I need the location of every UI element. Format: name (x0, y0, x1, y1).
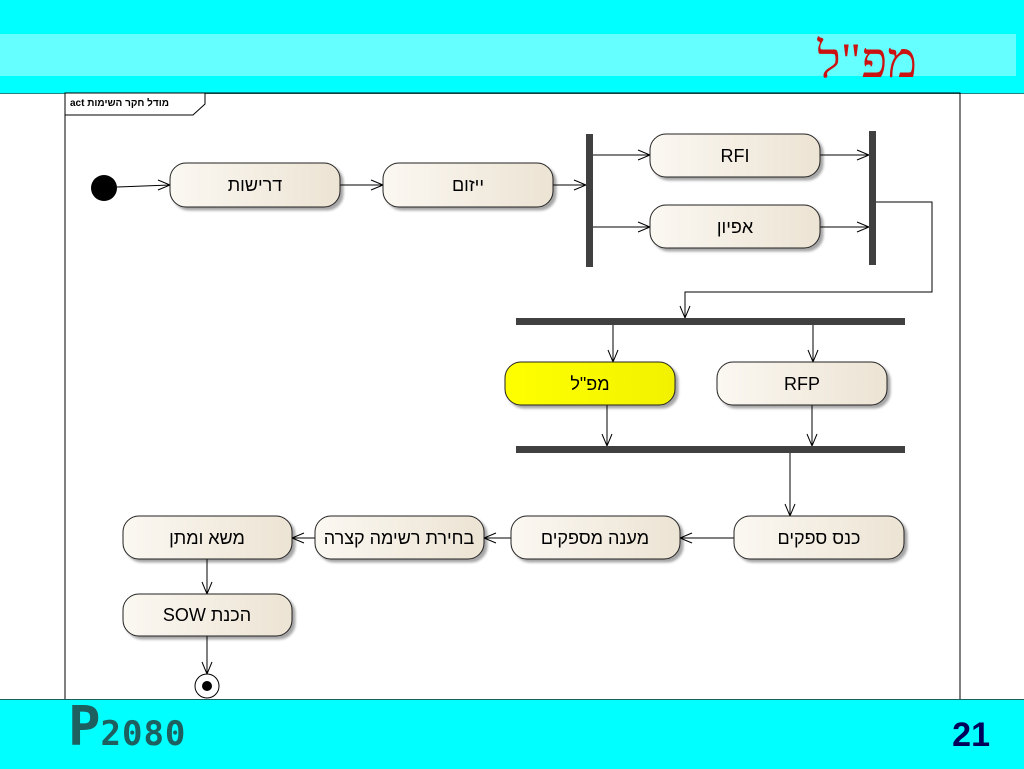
node-sow: הכנת SOW (122, 593, 293, 637)
node-label: RFI (721, 146, 750, 166)
fork-bar-1 (586, 134, 593, 267)
fork-bar-2 (516, 318, 905, 325)
node-mapal: מפ"ל (504, 361, 676, 406)
frame-tag: act מודל חקר השימות (70, 98, 169, 109)
node-shortlist: בחירת רשימה קצרה (314, 515, 485, 560)
node-label: מענה מספקים (541, 528, 649, 548)
node-label: דרישות (228, 175, 283, 195)
logo-number: 2080 (100, 714, 187, 754)
frame-tag-box (64, 92, 206, 116)
logo-letter: P (68, 695, 101, 758)
final-node-dot (202, 681, 212, 691)
node-label: כנס ספקים (777, 528, 860, 548)
node-label: ייזום (452, 175, 484, 195)
node-requirements: דרישות (169, 162, 341, 208)
node-label: מפ"ל (570, 374, 609, 394)
edge-join-fork2 (684, 201, 933, 318)
node-negotiation: משא ומתן (122, 515, 293, 560)
slide-title: מפ"ל (817, 32, 917, 88)
node-rfp: RFP (716, 361, 888, 406)
node-label: בחירת רשימה קצרה (324, 528, 475, 548)
page-number: 21 (952, 716, 990, 754)
initial-node (91, 175, 117, 201)
slide-header: מפ"ל (0, 0, 1024, 94)
p2080-logo: P2080 (68, 700, 186, 754)
node-supplier-conference: כנס ספקים (733, 515, 905, 560)
node-label: משא ומתן (169, 528, 245, 548)
header-band (0, 34, 1016, 76)
edge-start-requirements (116, 184, 171, 188)
node-supplier-response: מענה מספקים (510, 515, 681, 560)
node-label: אפיון (717, 217, 754, 237)
node-label: RFP (784, 374, 820, 394)
node-initiation: ייזום (382, 162, 554, 208)
node-rfi: RFI (649, 133, 821, 178)
join-bar-1 (869, 131, 876, 265)
node-characterization: אפיון (649, 204, 821, 249)
join-bar-2 (516, 446, 905, 453)
slide-footer (0, 699, 1024, 769)
node-label: הכנת SOW (163, 605, 251, 625)
